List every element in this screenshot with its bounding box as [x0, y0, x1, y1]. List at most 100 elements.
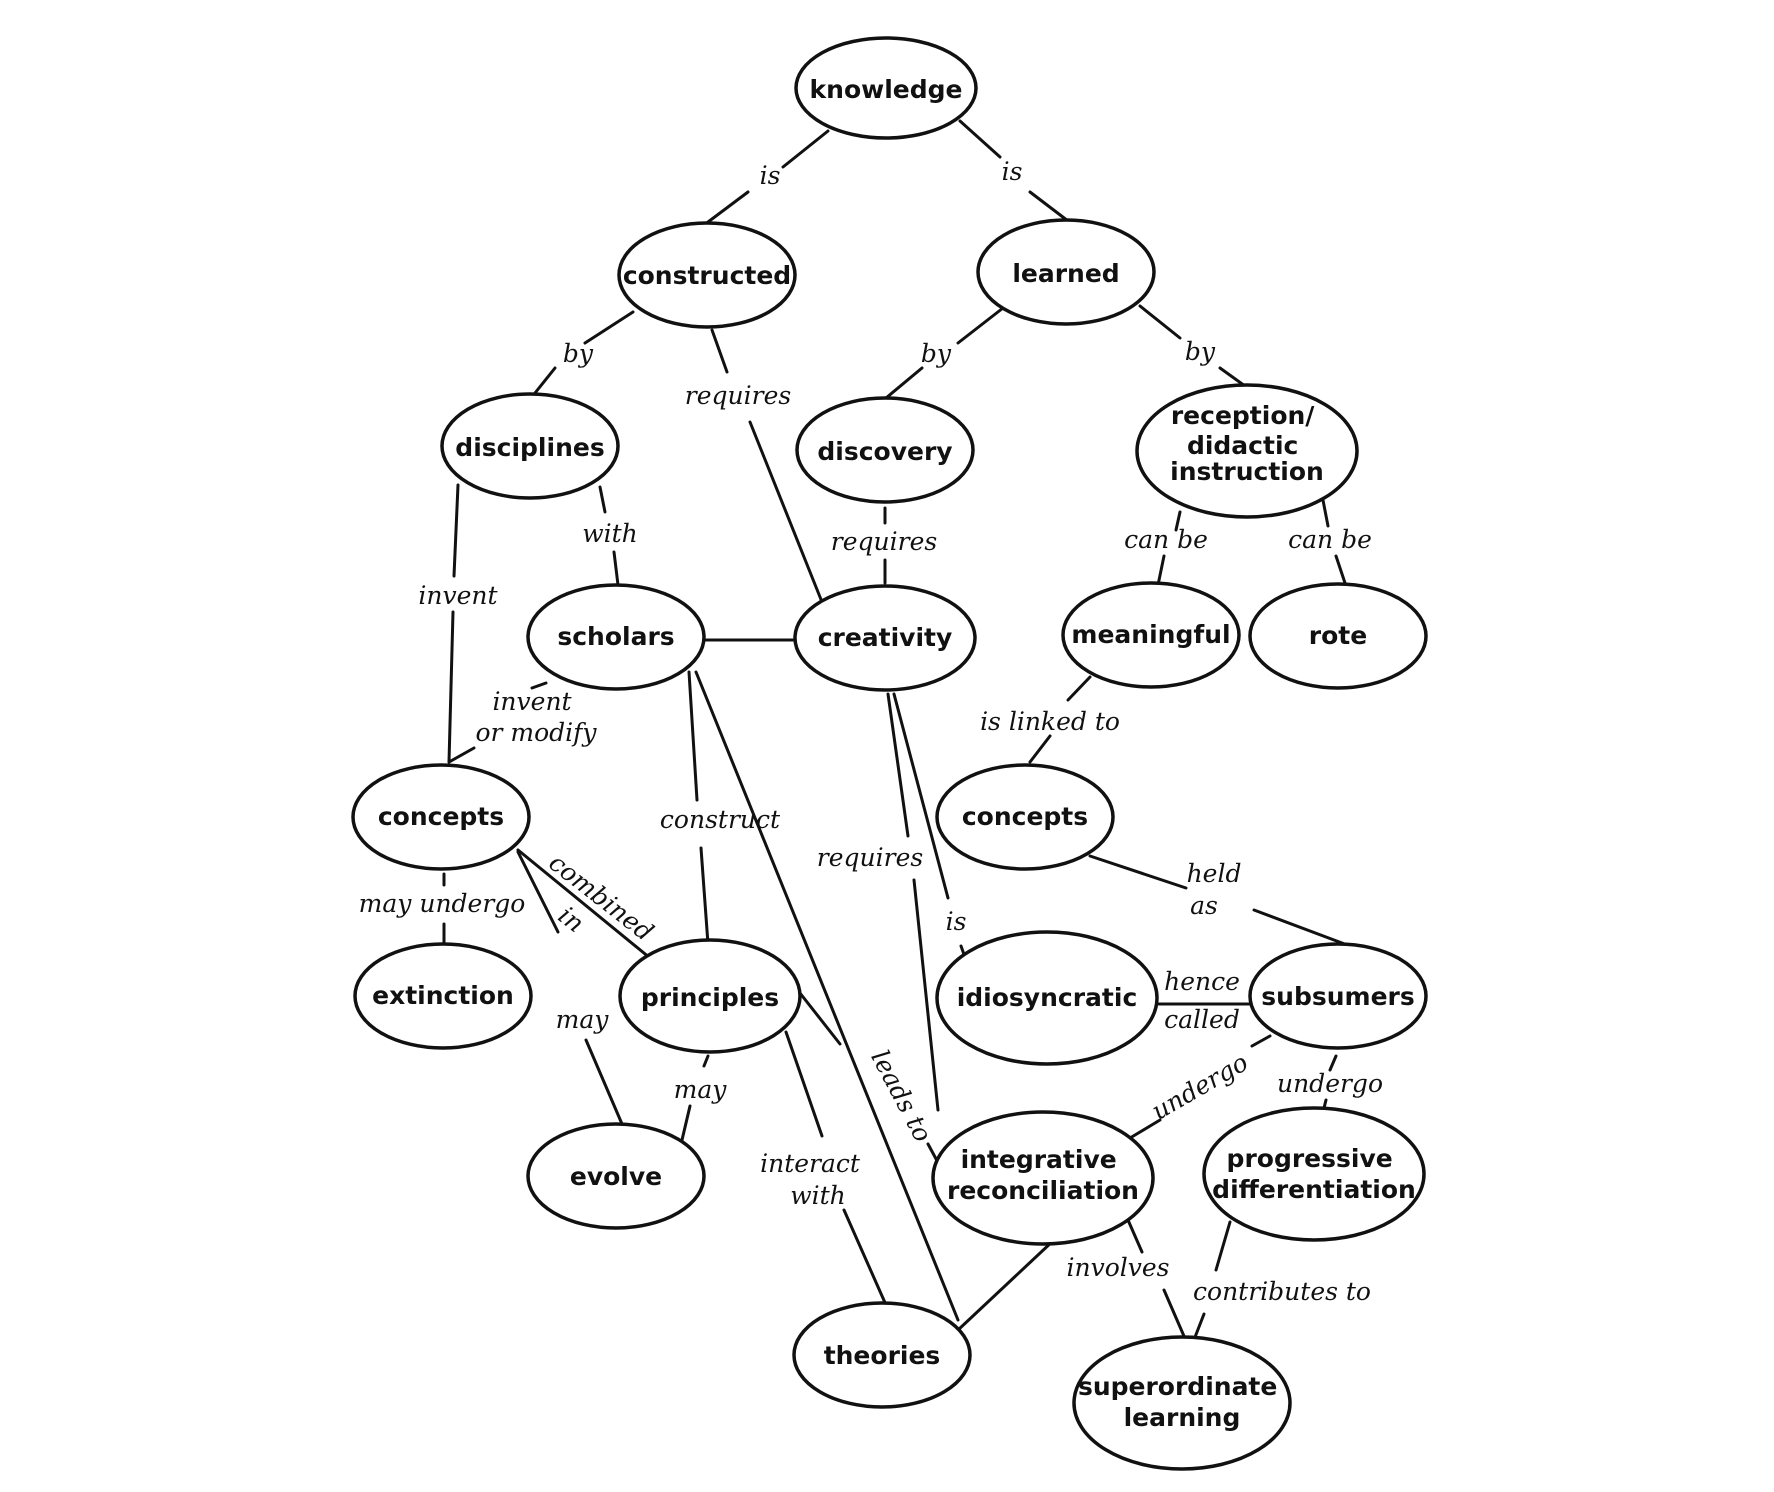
- label-held-as-line-1: held: [1187, 859, 1242, 888]
- label-hence-called-line-2: called: [1164, 1005, 1240, 1034]
- node-meaningful-text: meaningful: [1071, 620, 1230, 649]
- edge-principles-interact-theories: [784, 1030, 824, 1138]
- edge-progressive-contributes-superordinate: [1214, 1220, 1232, 1272]
- edge-constructed-requires-creativity-2: [748, 420, 824, 604]
- edge-constructed-by-disciplines-2: [533, 366, 557, 395]
- edge-concepts-in-may-evolve: [516, 850, 560, 934]
- label-is-left: is: [760, 161, 781, 190]
- node-principles: principles: [618, 938, 802, 1054]
- label-is-right: is: [1002, 157, 1023, 186]
- label-may-evolve: may: [556, 1005, 610, 1034]
- label-interact-with-line-2: with: [790, 1181, 846, 1210]
- node-theories-text: theories: [824, 1341, 941, 1370]
- node-evolve-text: evolve: [570, 1162, 662, 1191]
- edge-creativity-is-idiosyncratic: [892, 692, 950, 900]
- node-reception-line-2: didactic: [1187, 431, 1298, 460]
- edge-concepts-combined-principles: [516, 848, 652, 960]
- edge-disciplines-invent-concepts-2: [447, 610, 455, 764]
- node-superordinate-learning: superordinate learning: [1072, 1335, 1292, 1471]
- node-subsumers: subsumers: [1248, 942, 1428, 1050]
- label-combined: combined: [544, 848, 659, 947]
- label-involves: involves: [1066, 1253, 1169, 1282]
- edge-principles-may-evolve: [702, 1054, 710, 1068]
- label-undergo-integrative: undergo: [1147, 1048, 1253, 1126]
- label-invent-or-modify: invent or modify: [475, 687, 597, 747]
- edge-disciplines-with-scholars: [598, 485, 607, 514]
- node-meaningful: meaningful: [1061, 581, 1241, 689]
- label-invent-or-modify-line-2: or modify: [475, 718, 597, 747]
- edge-meaningful-linked-concepts-2: [1028, 734, 1052, 764]
- label-held-as-line-2: as: [1190, 891, 1218, 920]
- edge-learned-by-reception: [1138, 304, 1182, 340]
- node-learned: learned: [976, 218, 1156, 326]
- node-progressive-differentiation: progressive differentiation: [1202, 1106, 1426, 1242]
- label-requires-constructed: requires: [685, 381, 791, 410]
- edge-reception-canbe-rote-2: [1334, 554, 1348, 588]
- node-creativity-text: creativity: [818, 623, 953, 652]
- node-disciplines-text: disciplines: [455, 433, 604, 462]
- node-integrative-text: integrative reconciliation: [947, 1145, 1139, 1205]
- label-may-undergo: may undergo: [359, 889, 526, 918]
- label-may-principles: may: [674, 1075, 728, 1104]
- node-disciplines: disciplines: [440, 392, 620, 500]
- label-by-discovery: by: [921, 339, 952, 368]
- node-reception-didactic-instruction: reception/ didactic instruction: [1135, 383, 1359, 519]
- edge-concepts-heldas-subsumers-2: [1252, 908, 1352, 948]
- node-concepts-left-text: concepts: [378, 802, 504, 831]
- edge-learned-by-discovery-2: [884, 366, 924, 400]
- node-rote: rote: [1248, 582, 1428, 690]
- edge-learned-by-discovery: [956, 306, 1005, 345]
- edge-concepts-in-may-evolve-2: [584, 1038, 624, 1126]
- edge-constructed-by-disciplines: [583, 310, 635, 345]
- node-rote-text: rote: [1309, 621, 1367, 650]
- node-knowledge-text: knowledge: [810, 75, 963, 104]
- label-invent: invent: [418, 581, 498, 610]
- edge-reception-canbe-meaningful: [1174, 510, 1182, 532]
- label-invent-or-modify-line-1: invent: [492, 687, 572, 716]
- edge-concepts-heldas-subsumers: [1088, 854, 1188, 890]
- edge-creativity-requires-integrative-2: [912, 878, 940, 1112]
- node-reception-line-1: reception/: [1171, 401, 1315, 430]
- node-knowledge: knowledge: [794, 36, 978, 140]
- node-progressive-text: progressive differentiation: [1212, 1144, 1416, 1204]
- node-constructed-text: constructed: [623, 261, 791, 290]
- node-superordinate-line-2: learning: [1124, 1403, 1241, 1432]
- edge-principles-may-evolve-2: [680, 1104, 692, 1142]
- label-interact-with: interact with: [760, 1149, 868, 1210]
- edge-disciplines-with-scholars-2: [612, 550, 620, 587]
- edge-integrative-involves-superordinate: [1126, 1218, 1144, 1254]
- node-concepts-right-text: concepts: [962, 802, 1088, 831]
- edge-constructed-requires-creativity: [710, 328, 729, 374]
- label-leads-to: leads to: [865, 1045, 937, 1147]
- node-learned-text: learned: [1012, 259, 1119, 288]
- node-progressive-line-2: differentiation: [1212, 1175, 1416, 1204]
- node-subsumers-text: subsumers: [1261, 982, 1414, 1011]
- node-extinction: extinction: [353, 942, 533, 1050]
- label-contributes-to: contributes to: [1193, 1277, 1371, 1306]
- node-idiosyncratic-text: idiosyncratic: [957, 983, 1138, 1012]
- label-requires-discovery: requires: [831, 527, 937, 556]
- label-with: with: [582, 519, 638, 548]
- edge-knowledge-is-constructed: [781, 129, 830, 169]
- node-scholars: scholars: [526, 583, 706, 691]
- label-held-as: held as: [1187, 859, 1250, 920]
- label-interact-with-line-1: interact: [760, 1149, 861, 1178]
- label-can-be-rote: can be: [1288, 525, 1372, 554]
- edge-integrative-theories: [956, 1238, 1056, 1332]
- node-integrative-line-2: reconciliation: [947, 1176, 1139, 1205]
- label-requires-creativity: requires: [817, 843, 923, 872]
- edge-subsumers-undergo-integrative: [1250, 1034, 1272, 1048]
- node-idiosyncratic: idiosyncratic: [935, 930, 1159, 1066]
- edge-scholars-theories: [694, 670, 960, 1322]
- label-by-disciplines: by: [563, 339, 594, 368]
- node-integrative-line-1: integrative: [961, 1145, 1117, 1174]
- edge-principles-interact-theories-2: [842, 1208, 892, 1316]
- edge-subsumers-undergo-integrative-2: [1128, 1118, 1162, 1140]
- node-discovery: discovery: [795, 396, 975, 504]
- edge-creativity-requires-integrative: [886, 692, 910, 838]
- label-is-idiosyncratic: is: [946, 907, 967, 936]
- edge-scholars-invent-or-modify-concepts-2: [447, 746, 476, 764]
- node-reception-text: reception/ didactic instruction: [1170, 401, 1324, 486]
- label-undergo-progressive: undergo: [1277, 1069, 1383, 1098]
